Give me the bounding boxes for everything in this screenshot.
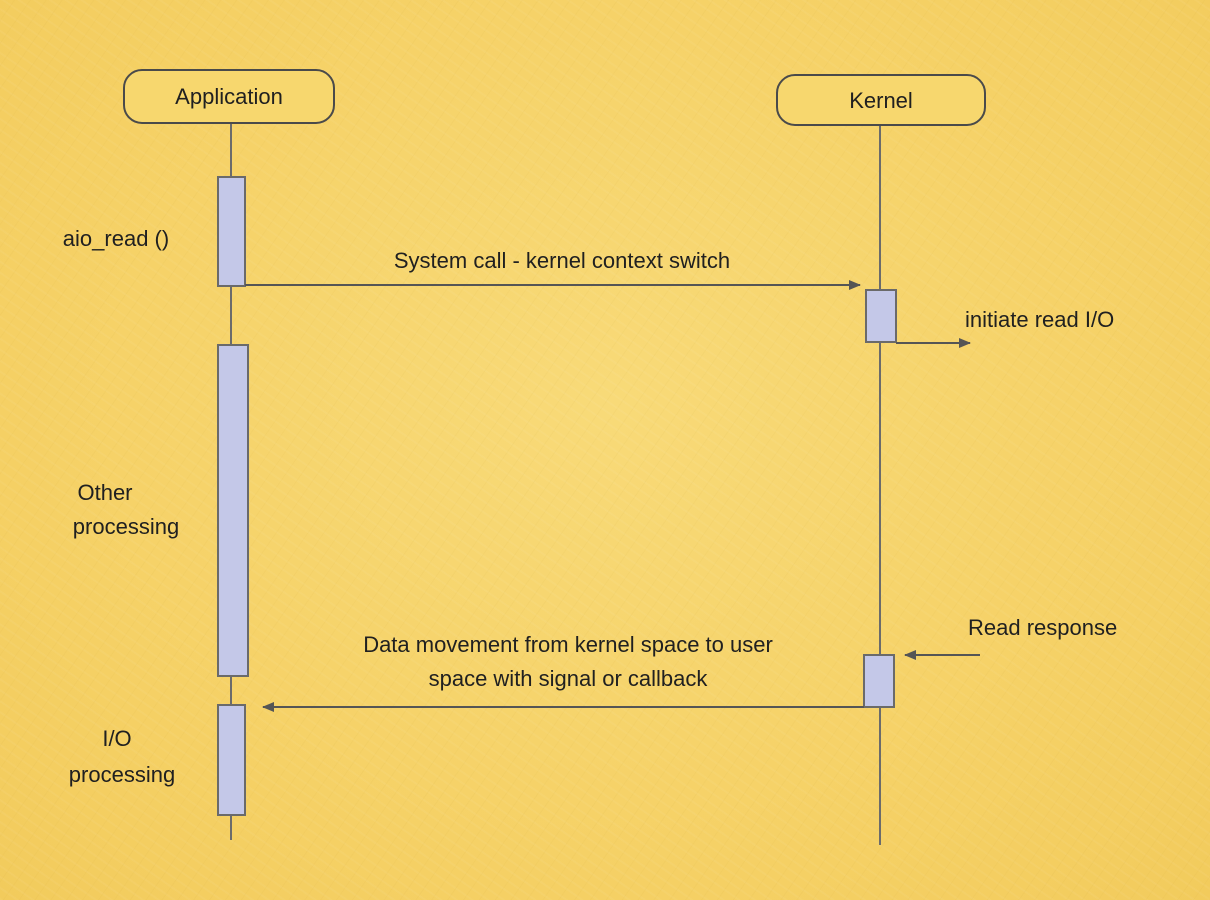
kernel-label: Kernel [849, 88, 913, 113]
kernel-box [776, 74, 986, 126]
kernel-participant: Kernel [776, 74, 986, 126]
aio-read-label: aio_read () [63, 226, 169, 251]
other-processing-activation [217, 344, 249, 677]
io-processing-label-line2: processing [69, 762, 175, 787]
data-movement-label-line2: space with signal or callback [429, 666, 709, 691]
initiate-read-activation [865, 289, 897, 343]
initiate-read-label: initiate read I/O [965, 307, 1114, 332]
application-participant: Application [123, 69, 335, 124]
io-processing-label-line1: I/O [102, 726, 131, 751]
io-processing-activation [217, 704, 246, 816]
other-processing-label-line1: Other [77, 480, 132, 505]
other-processing-label-line2: processing [73, 514, 179, 539]
data-movement-label-line1: Data movement from kernel space to user [363, 632, 773, 657]
system-call-label: System call - kernel context switch [394, 248, 730, 273]
application-label: Application [175, 84, 283, 109]
read-response-label: Read response [968, 615, 1117, 640]
aio-read-activation [217, 176, 246, 287]
read-response-activation [863, 654, 895, 708]
application-box [123, 69, 335, 124]
